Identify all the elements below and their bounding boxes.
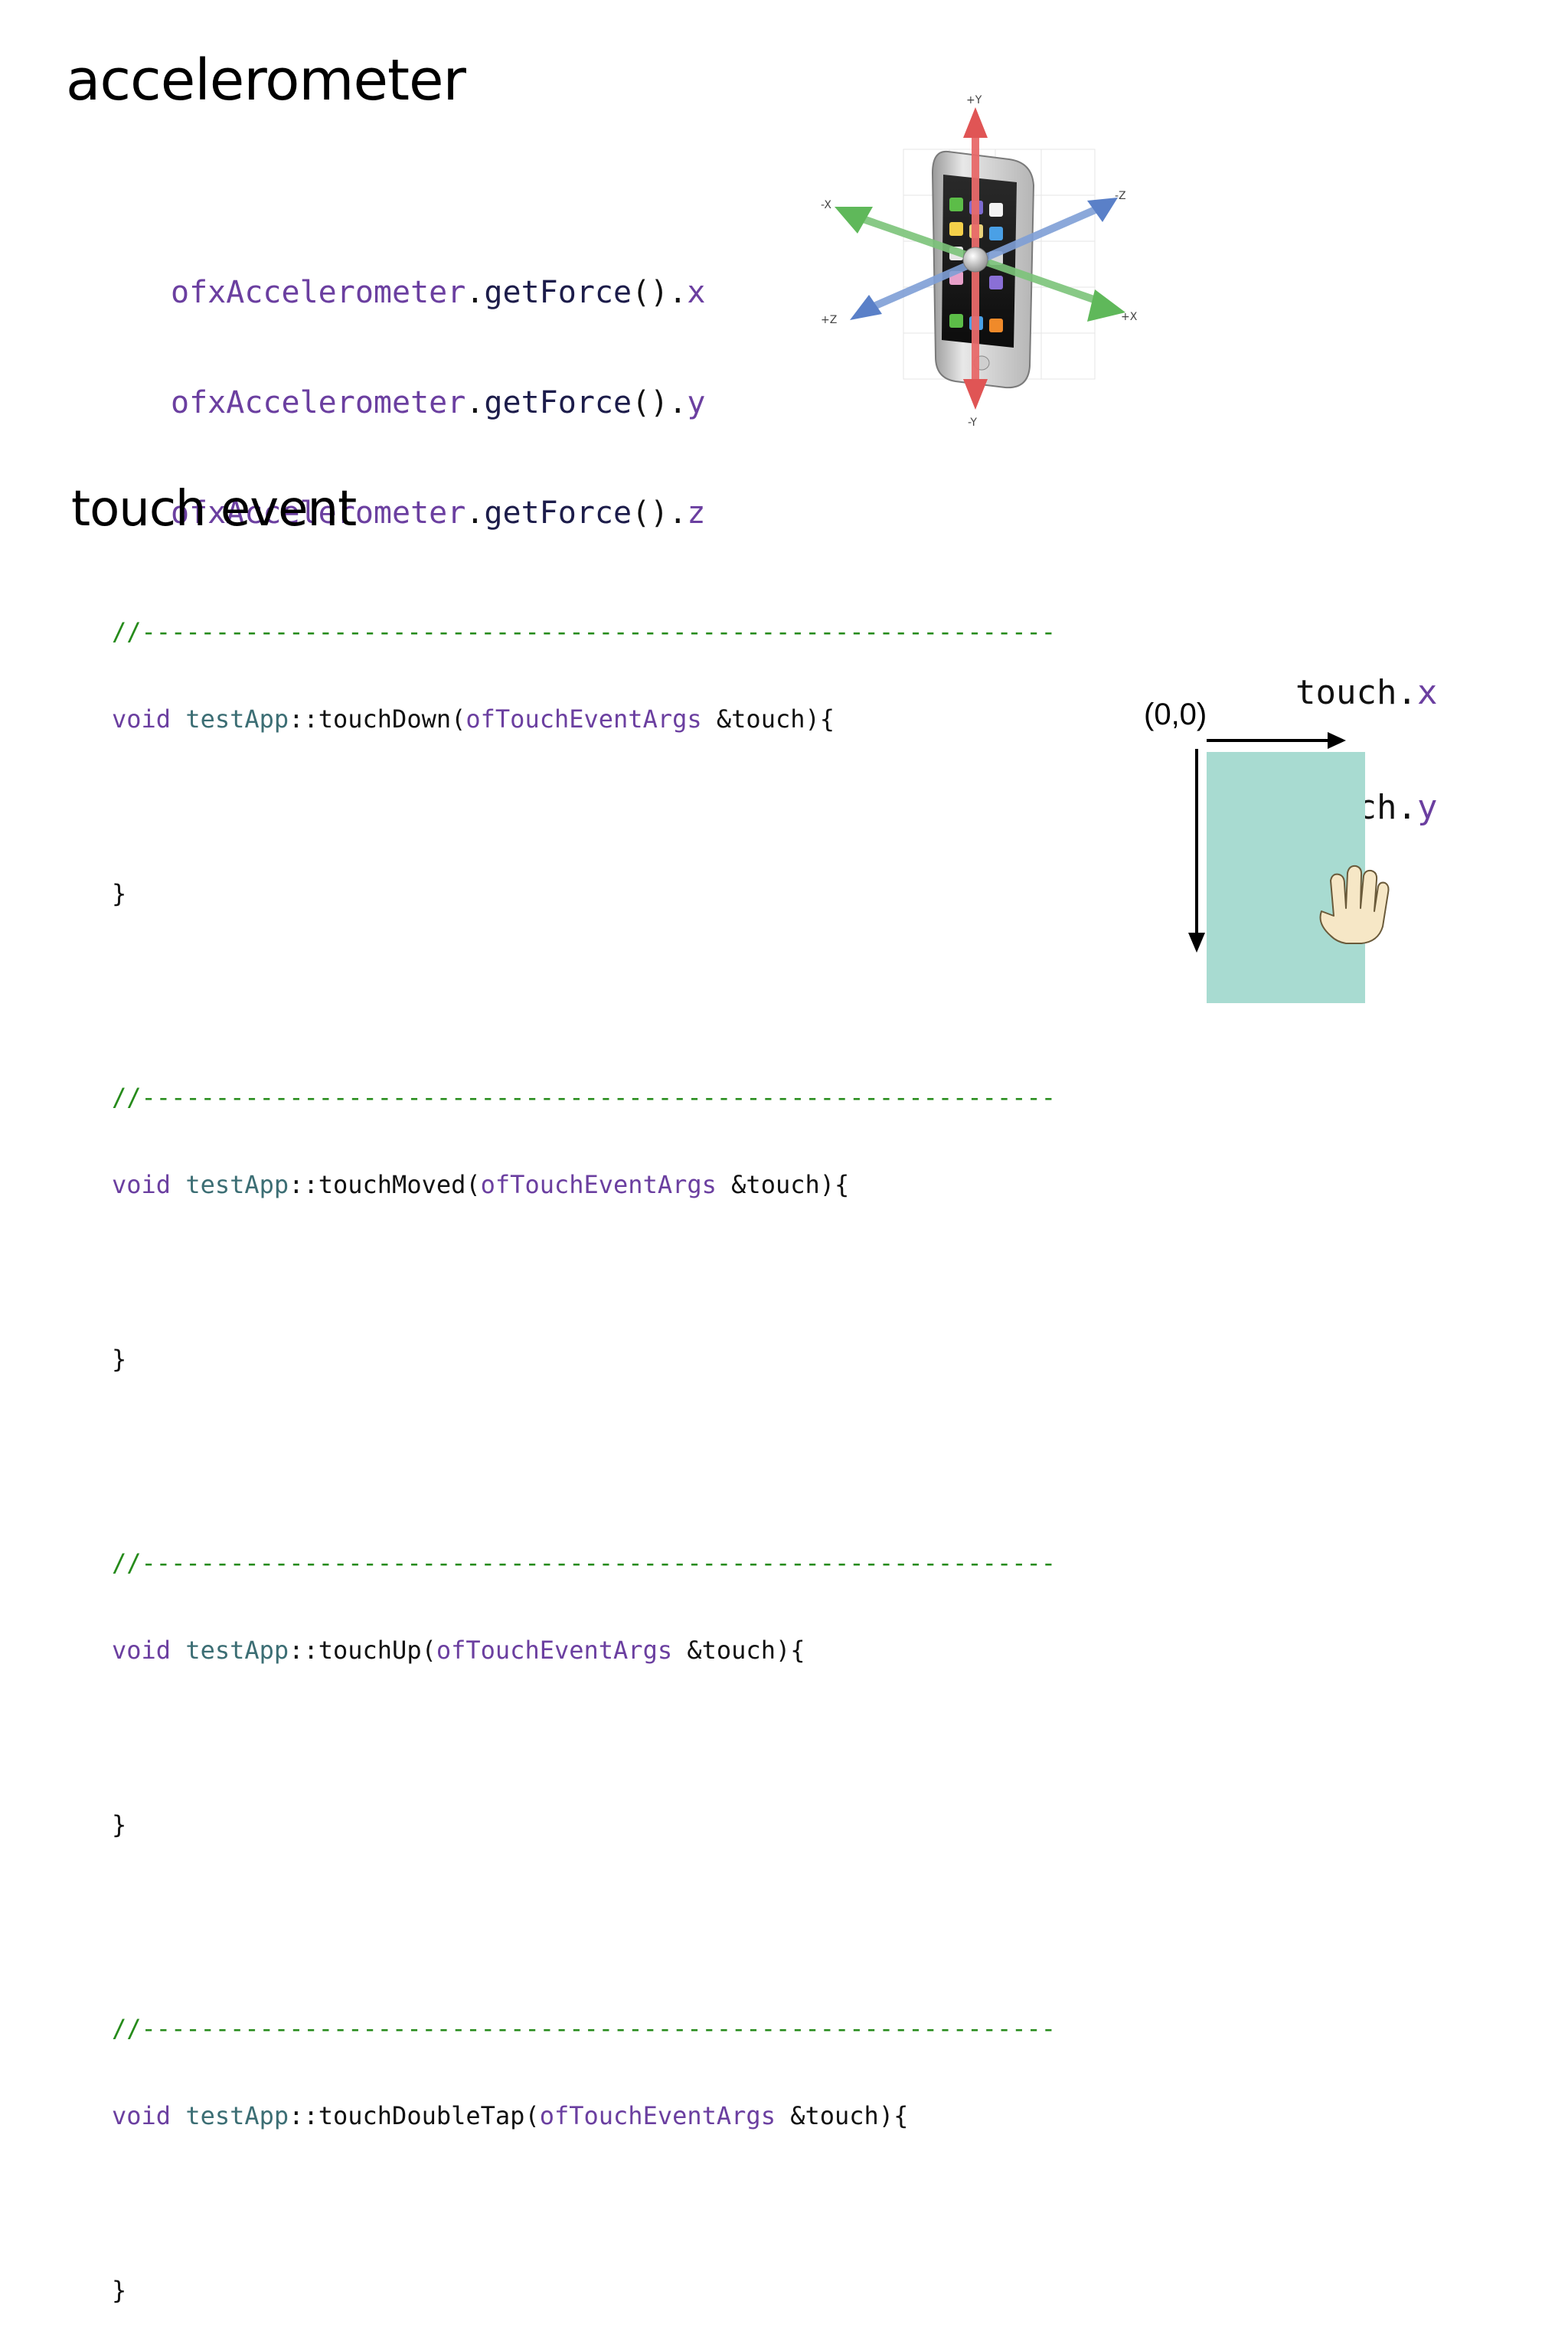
code-method: getForce [484,495,632,531]
axis-label-plus-y: +Y [966,94,982,106]
code-field: x [1416,673,1438,712]
code-keyword: void [112,1636,172,1665]
hand-cursor-icon [1319,865,1390,944]
code-function: touchDown [318,704,452,734]
x-direction-arrow [1207,732,1346,749]
code-keyword: void [112,2101,172,2130]
coordinate-diagram [1188,732,1390,953]
code-class: testApp [185,2101,289,2130]
touch-x-line: touch.x [1295,673,1438,712]
code-class: testApp [185,1636,289,1665]
handler-touch-down: void testApp::touchDown(ofTouchEventArgs… [112,704,835,734]
code-type: ofTouchEventArgs [466,704,702,734]
accelerometer-heading: accelerometer [66,47,466,113]
touch-event-heading: touch event [71,481,357,538]
code-separator: //--------------------------------------… [112,617,1056,646]
code-arg: &touch){ [790,2101,909,2130]
code-method: getForce [484,275,632,310]
code-close-brace: } [112,879,127,908]
origin-label: (0,0) [1144,698,1207,731]
code-object: touch [1295,673,1397,712]
y-direction-arrow [1188,749,1205,953]
code-function: touchDoubleTap [318,2101,525,2130]
axis-label-plus-z: +Z [821,314,837,326]
code-type: ofTouchEventArgs [539,2101,776,2130]
code-method: getForce [484,385,632,420]
accel-line-z: ofxAccelerometer.getForce().z [171,495,706,531]
code-arg: &touch){ [687,1636,805,1665]
code-close-brace: } [112,1345,127,1374]
accel-line-y: ofxAccelerometer.getForce().y [171,385,706,420]
code-axis: z [687,495,706,531]
code-close-brace: } [112,1810,127,1839]
code-object: ofxAccelerometer [171,275,466,310]
code-class: testApp [185,704,289,734]
code-separator: //--------------------------------------… [112,1548,1056,1577]
axis-label-plus-x: +X [1121,311,1138,323]
handler-touch-double-tap: void testApp::touchDoubleTap(ofTouchEven… [112,2101,909,2130]
code-keyword: void [112,704,172,734]
code-separator: //--------------------------------------… [112,1083,1056,1112]
code-object: ofxAccelerometer [171,385,466,420]
code-axis: x [687,275,706,310]
code-axis: y [687,385,706,420]
code-close-brace: } [112,2276,127,2305]
axis-origin-ball [962,247,988,273]
axis-label-minus-z: -Z [1115,190,1126,202]
axis-label-minus-y: -Y [968,417,977,429]
code-field: y [1416,788,1438,827]
code-separator: //--------------------------------------… [112,2014,1056,2043]
axis-label-minus-x: -X [821,199,831,211]
phone-axes-illustration: +Y -Y -X +X -Z +Z [821,94,1138,429]
code-arg: &touch){ [716,704,835,734]
accelerometer-code: ofxAccelerometer.getForce().x ofxAcceler… [171,201,705,568]
code-function: touchUp [318,1636,422,1665]
code-type: ofTouchEventArgs [436,1636,673,1665]
code-object: ofxAccelerometer [171,495,466,531]
handler-touch-up: void testApp::touchUp(ofTouchEventArgs &… [112,1636,805,1665]
accel-line-x: ofxAccelerometer.getForce().x [171,275,706,310]
